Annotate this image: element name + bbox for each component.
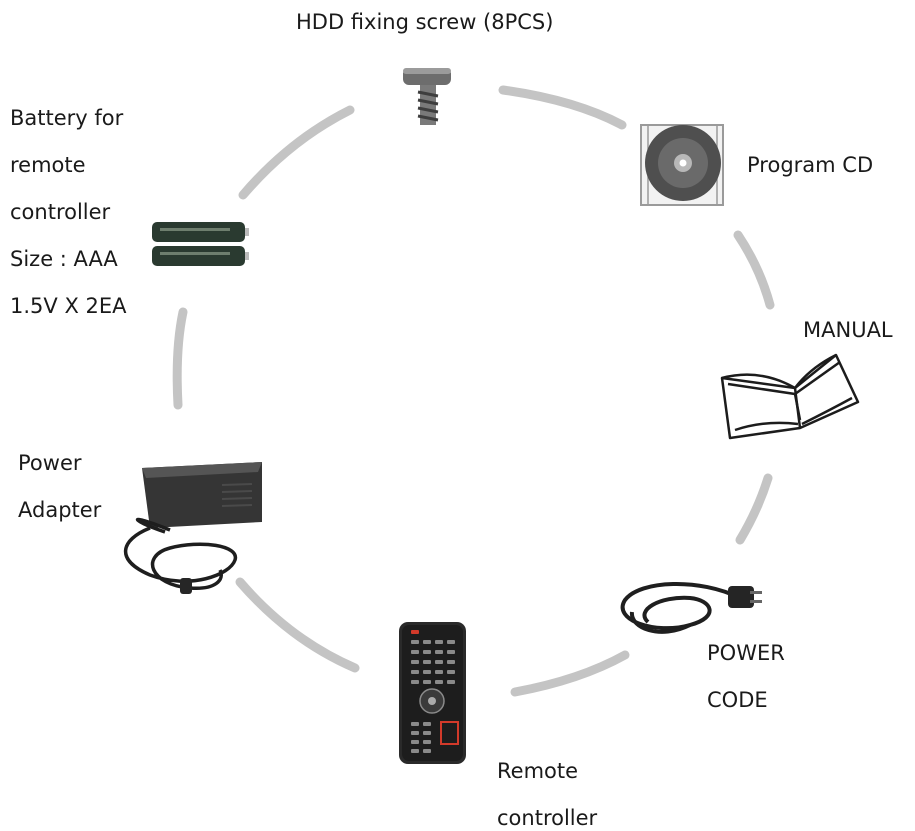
ring-arc-remote-adapter [235, 577, 360, 673]
connection-ring [172, 85, 775, 697]
label-line: Battery for [10, 106, 124, 130]
power-cord-icon [620, 582, 762, 634]
remote-key [435, 640, 443, 644]
remote-key [411, 722, 419, 726]
aaa-battery-icon [152, 222, 249, 266]
remote-key [447, 670, 455, 674]
remote-key [423, 731, 431, 735]
label-line: controller [497, 806, 598, 830]
label-power-code: POWER CODE [707, 641, 785, 713]
label-program-cd: Program CD [747, 153, 873, 178]
ring-arc-power-remote [510, 650, 630, 697]
remote-key [423, 670, 431, 674]
remote-key [435, 650, 443, 654]
remote-key [435, 680, 443, 684]
power-adapter-icon [123, 462, 262, 594]
label-line: 1.5V X 2EA [10, 294, 127, 318]
label-line: controller [10, 200, 111, 224]
label-line: Adapter [18, 498, 102, 522]
label-line: Power [18, 451, 82, 475]
remote-key [423, 740, 431, 744]
label-power-adapter: Power Adapter [18, 451, 101, 523]
open-book-icon [720, 353, 860, 440]
remote-key [411, 740, 419, 744]
label-line: CODE [707, 688, 768, 712]
label-battery: Battery for remote controller Size : AAA… [10, 106, 127, 319]
remote-key [411, 731, 419, 735]
label-line: remote [10, 153, 86, 177]
ring-arc-adapter-battery [172, 307, 188, 410]
remote-key [423, 749, 431, 753]
cd-icon [640, 124, 724, 206]
remote-key [423, 680, 431, 684]
label-remote-controller: Remote controller [497, 759, 597, 831]
label-line: Size : AAA [10, 247, 118, 271]
remote-control-icon [399, 622, 466, 764]
remote-key [447, 660, 455, 664]
ring-arc-hdd-cd [498, 85, 627, 130]
remote-key [435, 660, 443, 664]
label-line: Program CD [747, 153, 874, 177]
remote-key [411, 749, 419, 753]
label-line: POWER [707, 641, 785, 665]
remote-key [447, 650, 455, 654]
ring-arc-cd-manual [733, 230, 775, 310]
remote-key [423, 722, 431, 726]
remote-key [423, 650, 431, 654]
ring-arc-battery-hdd [238, 105, 355, 200]
remote-key [435, 670, 443, 674]
label-line: MANUAL [803, 318, 893, 342]
screw-icon [403, 68, 451, 125]
ring-arc-manual-power [735, 473, 773, 545]
label-hdd-screw: HDD fixing screw (8PCS) [296, 10, 553, 35]
remote-key [447, 640, 455, 644]
remote-key [411, 680, 419, 684]
label-manual: MANUAL [803, 318, 893, 343]
remote-key [447, 680, 455, 684]
remote-key [411, 670, 419, 674]
remote-key [411, 650, 419, 654]
remote-key [423, 660, 431, 664]
label-line: HDD fixing screw (8PCS) [296, 10, 554, 34]
remote-key [411, 660, 419, 664]
remote-key [423, 640, 431, 644]
label-line: Remote [497, 759, 579, 783]
remote-key [411, 640, 419, 644]
